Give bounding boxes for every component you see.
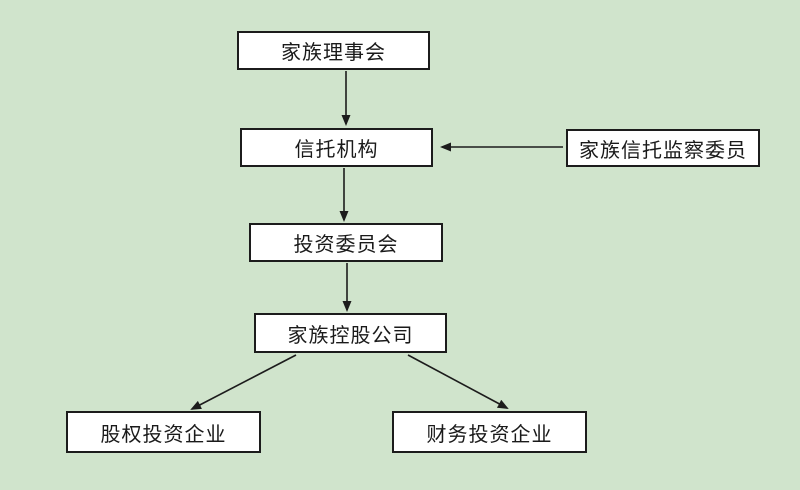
node-label-trust-institution: 信托机构 [294,139,379,161]
edge-family-holding-to-equity-investment [190,354,297,410]
node-trust-supervisory-committee: 家族信托监察委员 [566,129,760,167]
node-label-family-council: 家族理事会 [281,42,386,64]
node-label-equity-investment-enterprise: 股权投资企业 [100,423,227,446]
node-trust-institution: 信托机构 [240,128,433,167]
edge-family-holding-to-financial-investment [407,354,509,409]
node-family-council: 家族理事会 [237,31,430,70]
node-label-trust-supervisory-committee: 家族信托监察委员 [579,139,747,162]
node-label-financial-investment-enterprise: 财务投资企业 [426,423,553,446]
node-label-family-holding-company: 家族控股公司 [287,324,414,347]
node-family-holding-company: 家族控股公司 [254,313,447,353]
node-investment-committee: 投资委员会 [249,223,443,262]
node-label-investment-committee: 投资委员会 [293,234,399,256]
node-equity-investment-enterprise: 股权投资企业 [66,411,261,453]
node-financial-investment-enterprise: 财务投资企业 [392,411,587,453]
